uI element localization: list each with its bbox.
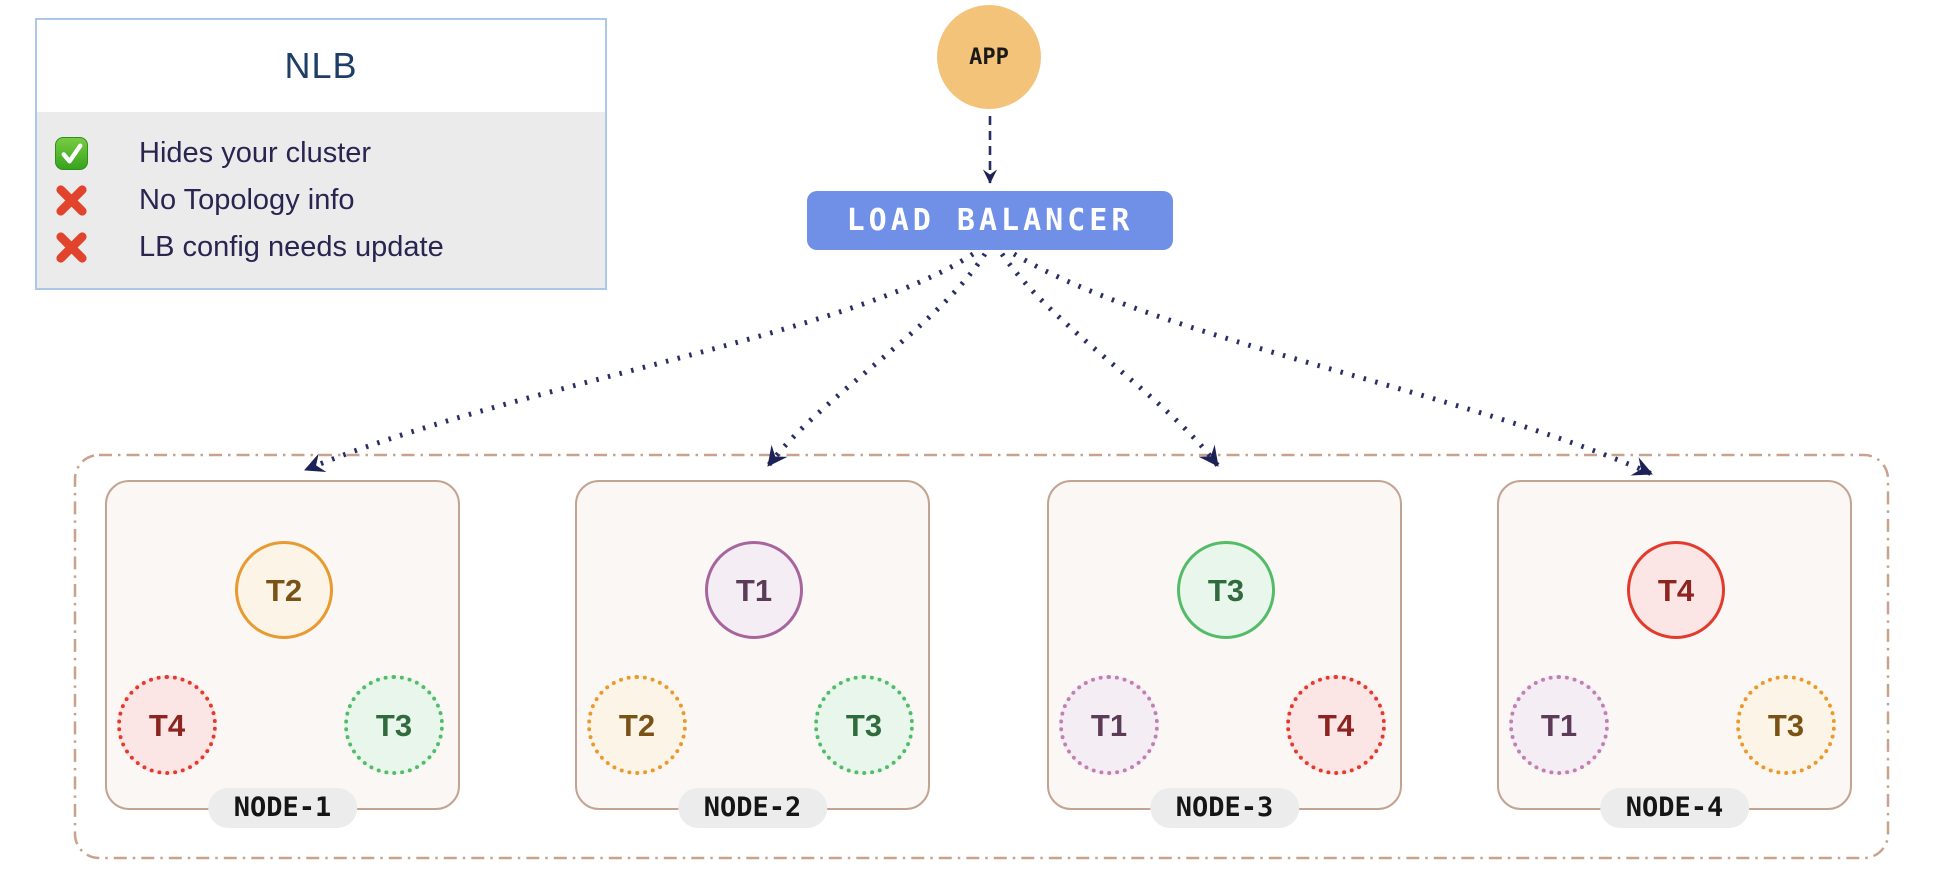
tenant-circle-leader: T1 [705,541,803,639]
app-node: APP [937,5,1041,109]
tenant-label: T1 [1540,707,1578,743]
edge-lb-to-node-2 [766,252,988,468]
node-label: NODE-4 [1599,787,1750,828]
node-label: NODE-1 [207,787,358,828]
tenant-circle-replica: T2 [587,675,687,775]
load-balancer: LOAD BALANCER [807,191,1173,250]
tenant-circle-replica: T4 [117,675,217,775]
cross-icon [56,184,87,216]
nlb-legend-panel: NLB Hides your cluster No Topology info [35,18,607,290]
node-label: NODE-2 [677,787,828,828]
node-3: T3 T1 T4 NODE-3 [1047,480,1402,828]
node-1: T2 T4 T3 NODE-1 [105,480,460,828]
edge-lb-to-node-4 [1012,251,1654,477]
tenant-circle-leader: T3 [1177,541,1275,639]
node-label: NODE-3 [1149,787,1300,828]
tenant-circle-replica: T3 [1736,675,1836,775]
load-balancer-label: LOAD BALANCER [846,203,1134,238]
tenant-label: T3 [1207,572,1245,608]
legend-item: Hides your cluster [54,130,605,177]
tenant-circle-replica: T4 [1286,675,1386,775]
app-label: APP [969,44,1009,70]
legend-item: No Topology info [54,177,605,224]
tenant-label: T4 [1657,572,1695,608]
tenant-label: T4 [148,707,186,743]
node-2: T1 T2 T3 NODE-2 [575,480,930,828]
tenant-label: T1 [1090,707,1128,743]
cross-icon [56,231,87,263]
tenant-label: T4 [1317,707,1355,743]
tenant-circle-leader: T4 [1627,541,1725,639]
tenant-circle-replica: T3 [814,675,914,775]
tenant-label: T3 [845,707,883,743]
tenant-label: T2 [618,707,656,743]
legend-item: LB config needs update [54,224,605,271]
legend-item-text: LB config needs update [139,230,444,263]
legend-items: Hides your cluster No Topology info LB c… [37,112,605,288]
tenant-label: T3 [375,707,413,743]
legend-item-text: Hides your cluster [139,136,372,169]
legend-item-text: No Topology info [139,183,355,216]
legend-title: NLB [284,45,358,86]
node-4: T4 T1 T3 NODE-4 [1497,480,1852,828]
tenant-circle-replica: T1 [1059,675,1159,775]
tenant-circle-leader: T2 [235,541,333,639]
tenant-label: T2 [265,572,303,608]
edge-lb-to-node-3 [999,252,1221,468]
tenant-circle-replica: T1 [1509,675,1609,775]
tenant-circle-replica: T3 [344,675,444,775]
tenant-label: T1 [735,572,773,608]
tenant-label: T3 [1767,707,1805,743]
check-icon [54,136,89,170]
